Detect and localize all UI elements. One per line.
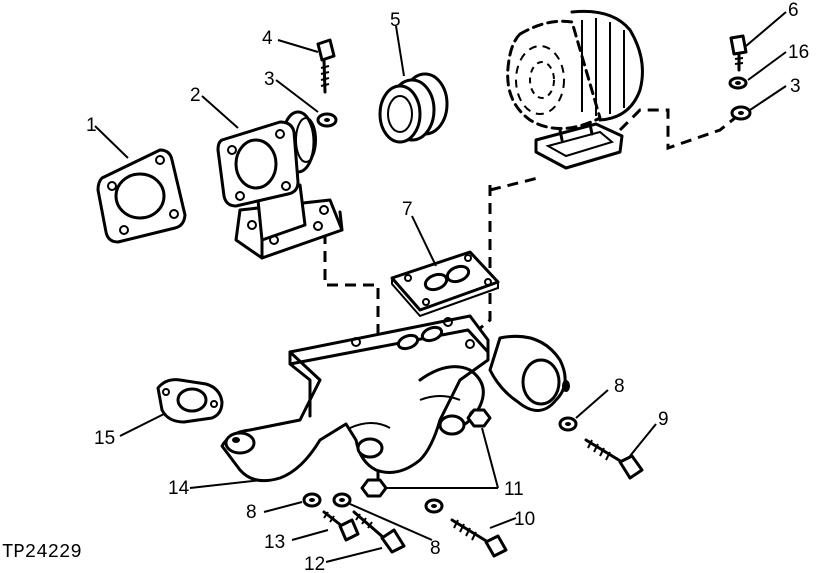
figure-id-label: TP24229 [2, 541, 82, 563]
callout-8-bottom: 8 [430, 538, 441, 559]
callout-8-left: 8 [246, 502, 257, 523]
part-9-cap-screw [584, 438, 644, 480]
callout-3-left: 3 [264, 69, 275, 90]
part-3-washer-left [316, 112, 338, 128]
part-8-washer-bottom [424, 498, 444, 514]
leader-lines [94, 11, 787, 563]
callout-16: 16 [788, 42, 809, 63]
callout-3-right: 3 [790, 76, 801, 97]
callout-8-right: 8 [614, 376, 625, 397]
callout-1: 1 [86, 115, 97, 136]
part-12-cap-screw [352, 510, 406, 554]
callout-7: 7 [402, 199, 413, 220]
callout-15: 15 [94, 428, 115, 449]
part-11-nut-lower [360, 478, 388, 498]
part-2-elbow-adapter [216, 110, 344, 260]
part-16-lock-washer [728, 76, 748, 90]
part-6-cap-screw [729, 34, 748, 72]
callout-14: 14 [168, 478, 190, 499]
turbocharger [506, 9, 644, 170]
part-1-gasket [96, 148, 187, 244]
part-5-seal-ring [378, 72, 449, 144]
part-7-turbo-gasket [390, 250, 500, 318]
part-8-washer-center [332, 492, 352, 508]
exhaust-manifold [220, 314, 570, 483]
callout-11: 11 [504, 479, 524, 500]
part-13-cap-screw [322, 510, 360, 542]
callout-4: 4 [262, 28, 273, 49]
callout-2: 2 [190, 85, 201, 106]
part-8-washer-right [558, 416, 578, 432]
part-4-cap-screw [316, 38, 336, 94]
callout-12: 12 [304, 554, 325, 573]
part-15-gasket [156, 378, 224, 424]
part-10-cap-screw [450, 518, 508, 558]
callout-5: 5 [390, 10, 401, 31]
callout-6: 6 [788, 0, 799, 21]
callout-labels: 1 2 3 4 5 6 16 3 7 8 9 15 14 11 8 10 13 … [86, 0, 809, 573]
part-8-washer-left [302, 492, 322, 508]
part-11-nut-upper [466, 408, 492, 428]
callout-10: 10 [514, 509, 535, 530]
callout-13: 13 [264, 532, 285, 553]
part-3-washer-right [730, 105, 752, 121]
callout-9: 9 [658, 409, 669, 430]
